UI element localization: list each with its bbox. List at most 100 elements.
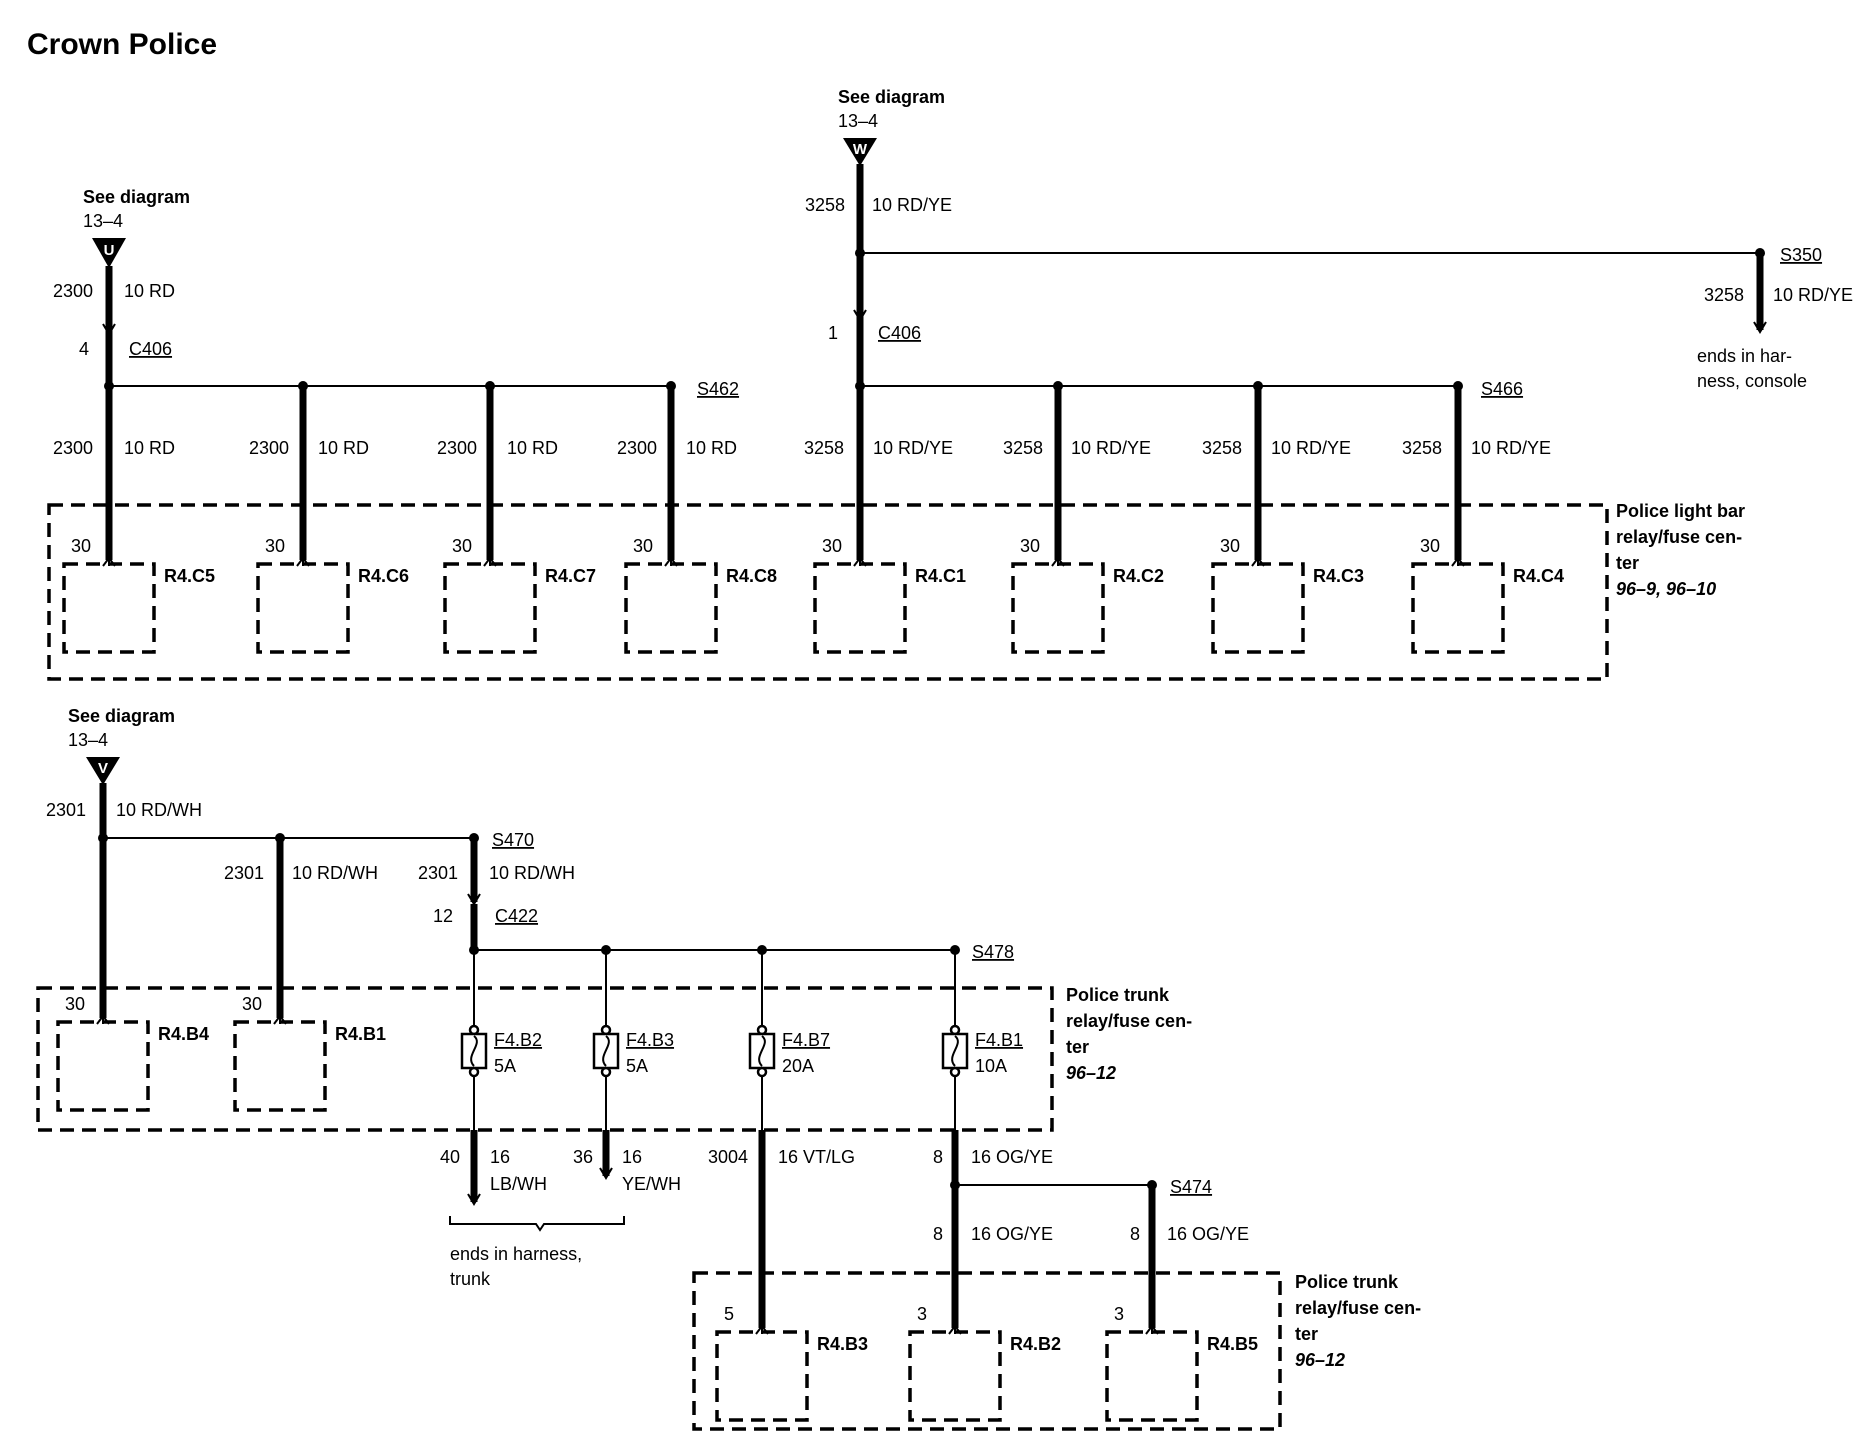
svg-text:3258: 3258 [805,195,845,215]
fuse-f4-b2-rating: 5A [494,1056,516,1076]
svg-text:96–12: 96–12 [1295,1350,1345,1370]
splice-s462: S462 [697,379,739,399]
svg-text:3258: 3258 [804,438,844,458]
svg-text:10 RD: 10 RD [686,438,737,458]
ref-v-triangle [86,757,120,785]
svg-text:16 OG/YE: 16 OG/YE [971,1224,1053,1244]
svg-text:1: 1 [828,323,838,343]
svg-text:96–12: 96–12 [1066,1063,1116,1083]
relay-r4-b4-label: R4.B4 [158,1024,209,1044]
relay-r4-c6-pin: 30 [265,536,285,556]
ref-v-letter: V [98,760,108,777]
relay-r4-c4-pin: 30 [1420,536,1440,556]
ref-v-see: See diagram [68,706,175,726]
ref-v-page: 13–4 [68,730,108,750]
relay-r4-c5-box [62,562,156,654]
svg-text:2300: 2300 [437,438,477,458]
svg-text:ter: ter [1295,1324,1318,1344]
svg-text:10 RD/YE: 10 RD/YE [873,438,953,458]
relay-r4-c2-pin: 30 [1020,536,1040,556]
svg-text:2300: 2300 [249,438,289,458]
svg-text:relay/fuse cen-: relay/fuse cen- [1066,1011,1192,1031]
svg-text:3004: 3004 [708,1147,748,1167]
ref-w-letter: W [853,141,868,158]
ref-w-see: See diagram [838,87,945,107]
svg-text:3258: 3258 [1003,438,1043,458]
svg-text:96–9, 96–10: 96–9, 96–10 [1616,579,1716,599]
fuse-f4-b3-rating: 5A [626,1056,648,1076]
svg-text:ends in harness,: ends in harness, [450,1244,582,1264]
svg-text:10 RD: 10 RD [318,438,369,458]
relay-r4-c8-pin: 30 [633,536,653,556]
svg-text:16: 16 [622,1147,642,1167]
svg-text:40: 40 [440,1147,460,1167]
relay-r4-c7-pin: 30 [452,536,472,556]
relay-r4-c2-label: R4.C2 [1113,566,1164,586]
ref-w-triangle [843,138,877,166]
svg-text:10 RD/YE: 10 RD/YE [1271,438,1351,458]
relay-r4-b5-box [1105,1330,1199,1422]
svg-text:trunk: trunk [450,1269,491,1289]
svg-text:16 VT/LG: 16 VT/LG [778,1147,855,1167]
splice-s470: S470 [492,830,534,850]
svg-text:36: 36 [573,1147,593,1167]
relay-r4-b5-label: R4.B5 [1207,1334,1258,1354]
relay-r4-c4-box [1411,562,1505,654]
relay-r4-c7-box [443,562,537,654]
svg-text:YE/WH: YE/WH [622,1174,681,1194]
relay-r4-b2-box [908,1330,1002,1422]
svg-text:3258: 3258 [1202,438,1242,458]
svg-text:10 RD/YE: 10 RD/YE [1773,285,1853,305]
box-light-bar [47,503,1609,681]
wire-10rd: 10 RD [124,281,175,301]
relay-r4-c5-pin: 30 [71,536,91,556]
svg-text:relay/fuse cen-: relay/fuse cen- [1295,1298,1421,1318]
relay-r4-c1-box [813,562,907,654]
svg-text:Police light bar: Police light bar [1616,501,1745,521]
svg-text:10 RD/YE: 10 RD/YE [1071,438,1151,458]
svg-text:10 RD: 10 RD [507,438,558,458]
connector-c422: C422 [495,906,538,926]
svg-text:16 OG/YE: 16 OG/YE [1167,1224,1249,1244]
relay-r4-c1-label: R4.C1 [915,566,966,586]
relay-r4-b2-pin: 3 [917,1304,927,1324]
relay-r4-b5-pin: 3 [1114,1304,1124,1324]
svg-text:LB/WH: LB/WH [490,1174,547,1194]
relay-r4-c4-label: R4.C4 [1513,566,1564,586]
relay-r4-c8-box [624,562,718,654]
relay-r4-c7-label: R4.C7 [545,566,596,586]
relay-r4-b3-label: R4.B3 [817,1334,868,1354]
box-trunk [36,986,1054,1132]
svg-text:16 OG/YE: 16 OG/YE [971,1147,1053,1167]
relay-r4-c3-label: R4.C3 [1313,566,1364,586]
splice-s350: S350 [1780,245,1822,265]
ends-console-l2: ness, console [1697,371,1807,391]
circuit-2300: 2300 [53,281,93,301]
relay-r4-b5: 3R4.B5 [1105,1304,1258,1422]
relay-r4-c5-label: R4.C5 [164,566,215,586]
relay-r4-b4-pin: 30 [65,994,85,1014]
svg-text:ter: ter [1066,1037,1089,1057]
fuse-f4-b1-rating: 10A [975,1056,1007,1076]
svg-text:10 RD/YE: 10 RD/YE [1471,438,1551,458]
relay-r4-c2-box [1011,562,1105,654]
svg-text:ter: ter [1616,553,1639,573]
relay-r4-b3: 5R4.B3 [715,1304,868,1422]
svg-text:12: 12 [433,906,453,926]
connector-c406-left: C406 [129,339,172,359]
